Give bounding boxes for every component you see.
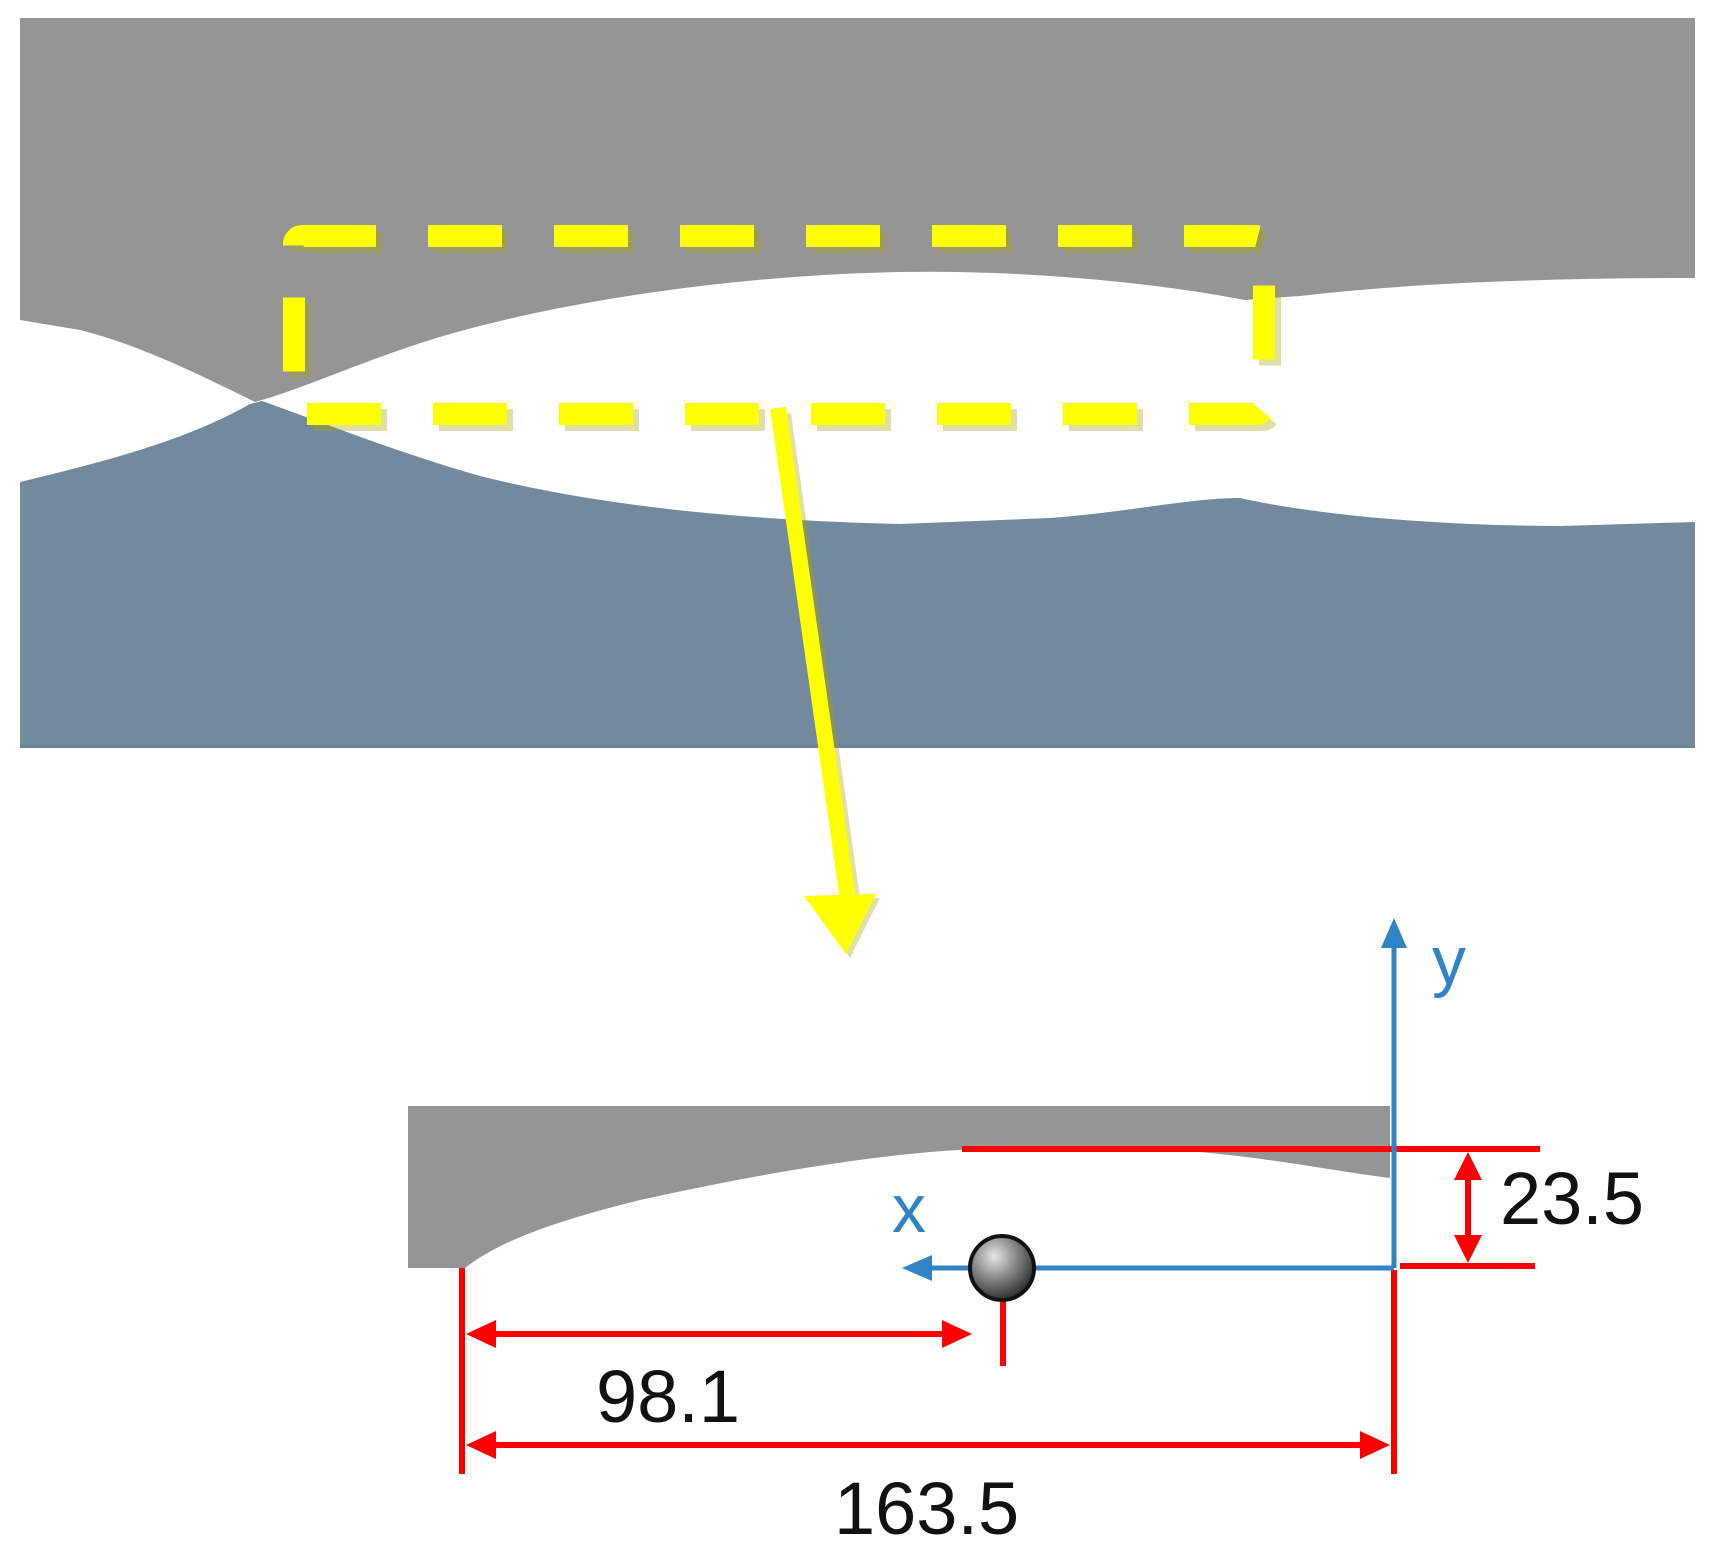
marker-arrow-right (942, 1320, 972, 1348)
coordinate-axes (930, 940, 1397, 1271)
x-axis-arrowhead (902, 1255, 932, 1281)
y-axis-arrowhead (1381, 918, 1407, 948)
lower-body (20, 401, 1695, 748)
dimension-lines (459, 1146, 1540, 1474)
detail-view: y x 23.5 98.1 163.5 (408, 918, 1644, 1548)
upper-body (20, 18, 1695, 402)
x-axis-label: x (892, 1171, 926, 1247)
y-axis-label: y (1432, 923, 1466, 999)
zoom-highlight (283, 225, 1281, 958)
total-length-label: 163.5 (834, 1467, 1019, 1548)
marker-arrow-left (466, 1320, 496, 1348)
overview-panel (20, 18, 1695, 748)
circle-marker-icon (968, 1234, 1036, 1302)
arrow-down-icon (770, 406, 880, 958)
total-arrow-right (1360, 1431, 1390, 1459)
total-arrow-left (466, 1431, 496, 1459)
height-dimension-label: 23.5 (1500, 1157, 1644, 1240)
panel-bottom-edge (20, 745, 1695, 748)
highlight-box (283, 225, 1275, 425)
dimension-arrowheads (466, 1152, 1482, 1459)
marker-distance-label: 98.1 (596, 1355, 740, 1438)
height-arrow-bottom (1454, 1235, 1482, 1263)
height-arrow-top (1454, 1152, 1482, 1180)
